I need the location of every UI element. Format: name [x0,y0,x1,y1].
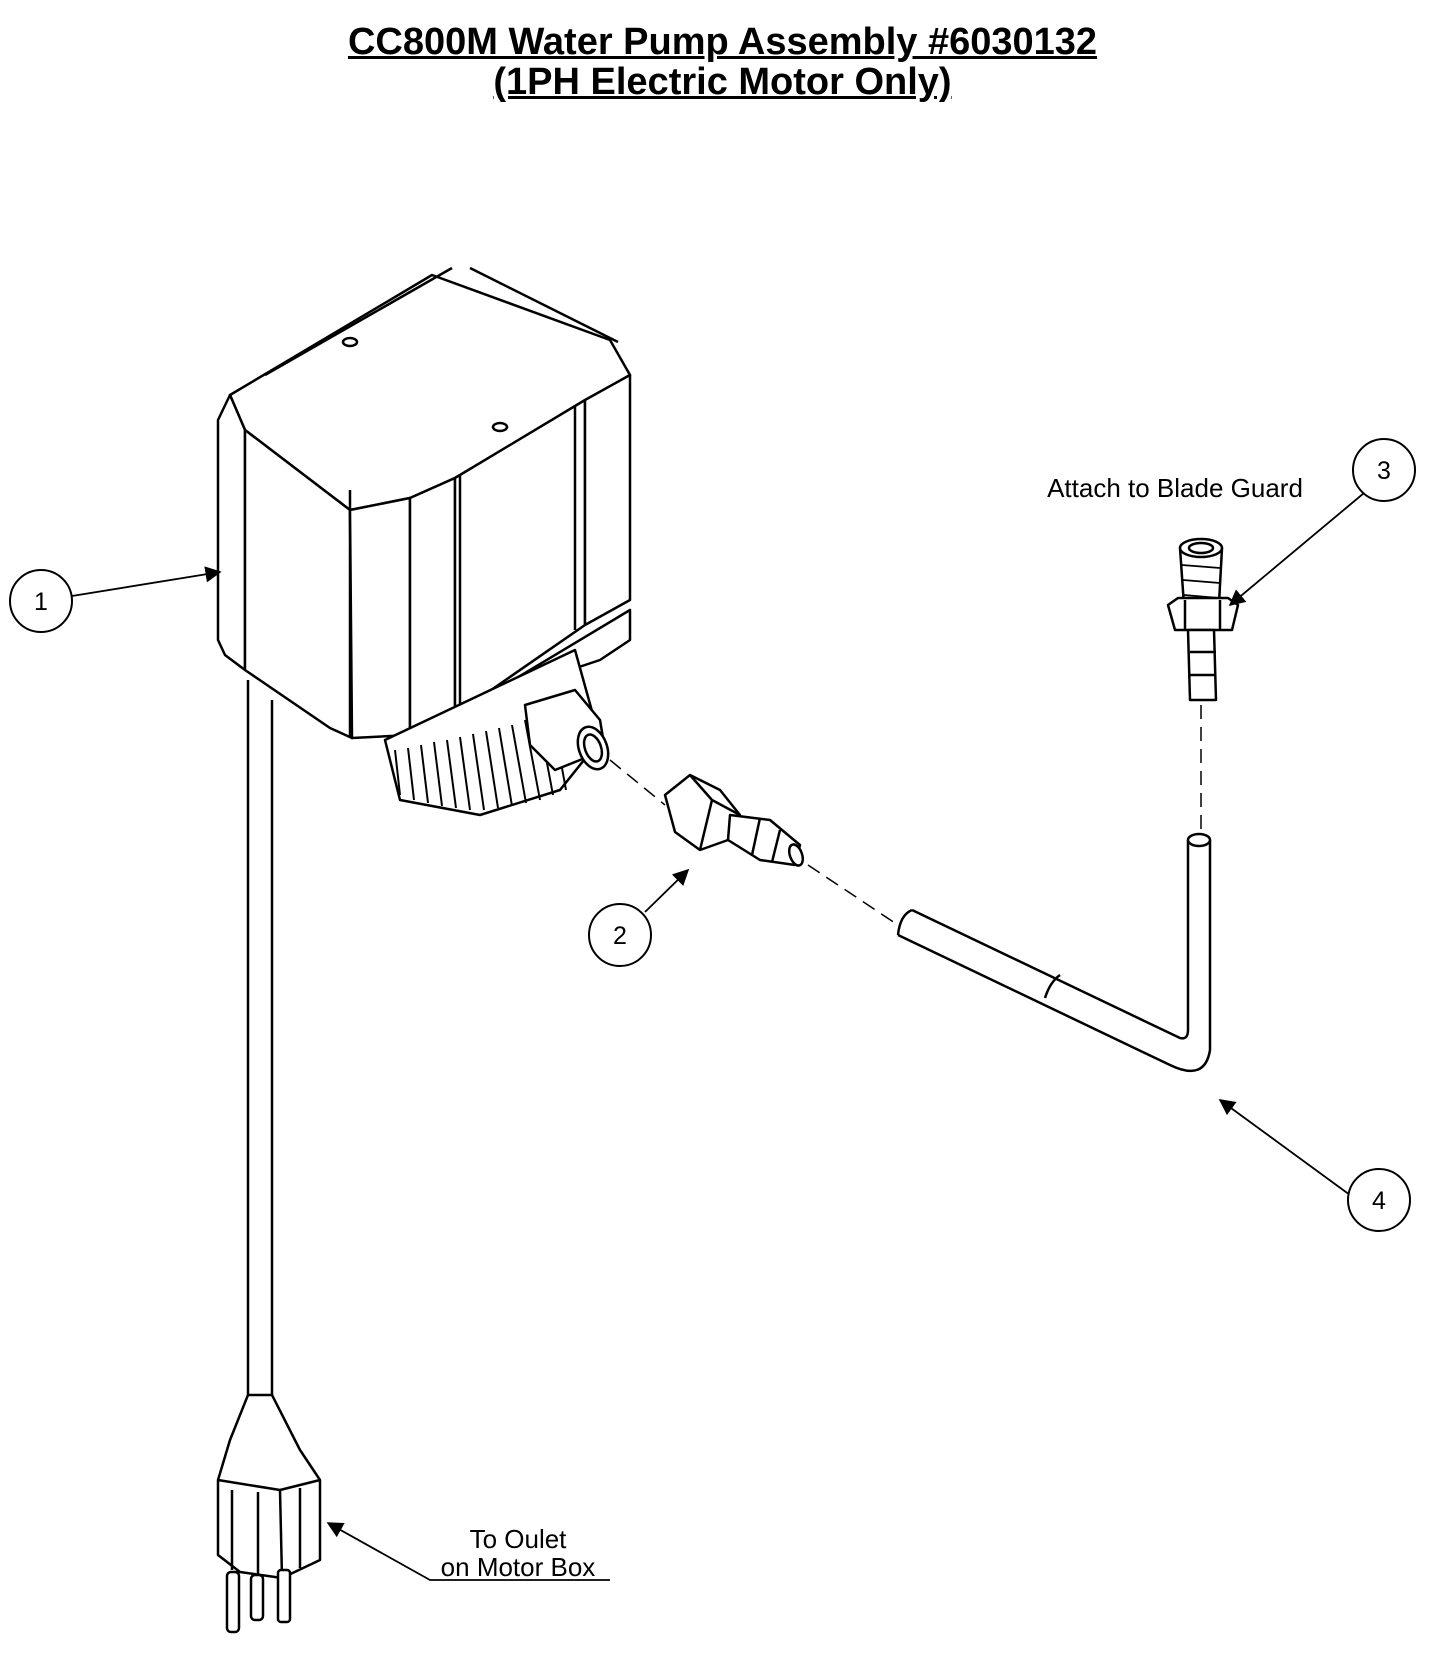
callout-leaders [71,487,1371,1581]
callout-1: 1 [9,569,73,633]
assembly-centerlines [609,705,1202,926]
power-cord [246,680,274,1402]
diagram-title: CC800M Water Pump Assembly #6030132 [347,21,1098,63]
callout-3: 3 [1352,438,1416,502]
blade-guard-annotation: Attach to Blade Guard [1047,473,1303,503]
pump-motor [216,266,632,817]
callout-4-label: 4 [1372,1187,1386,1215]
hose-barb-fitting [663,773,805,867]
callout-1-label: 1 [34,588,48,616]
hose [896,832,1212,1073]
callout-3-label: 3 [1377,457,1391,485]
outlet-annotation-line2: on Motor Box [441,1552,596,1582]
diagram-subtitle: (1PH Electric Motor Only) [493,61,952,103]
blade-guard-barb-fitting [1166,537,1240,702]
callout-2-label: 2 [613,922,627,950]
outlet-annotation-line1: To Oulet [470,1524,568,1554]
plug [216,1393,322,1634]
callout-4: 4 [1347,1168,1411,1232]
callout-2: 2 [588,903,652,967]
